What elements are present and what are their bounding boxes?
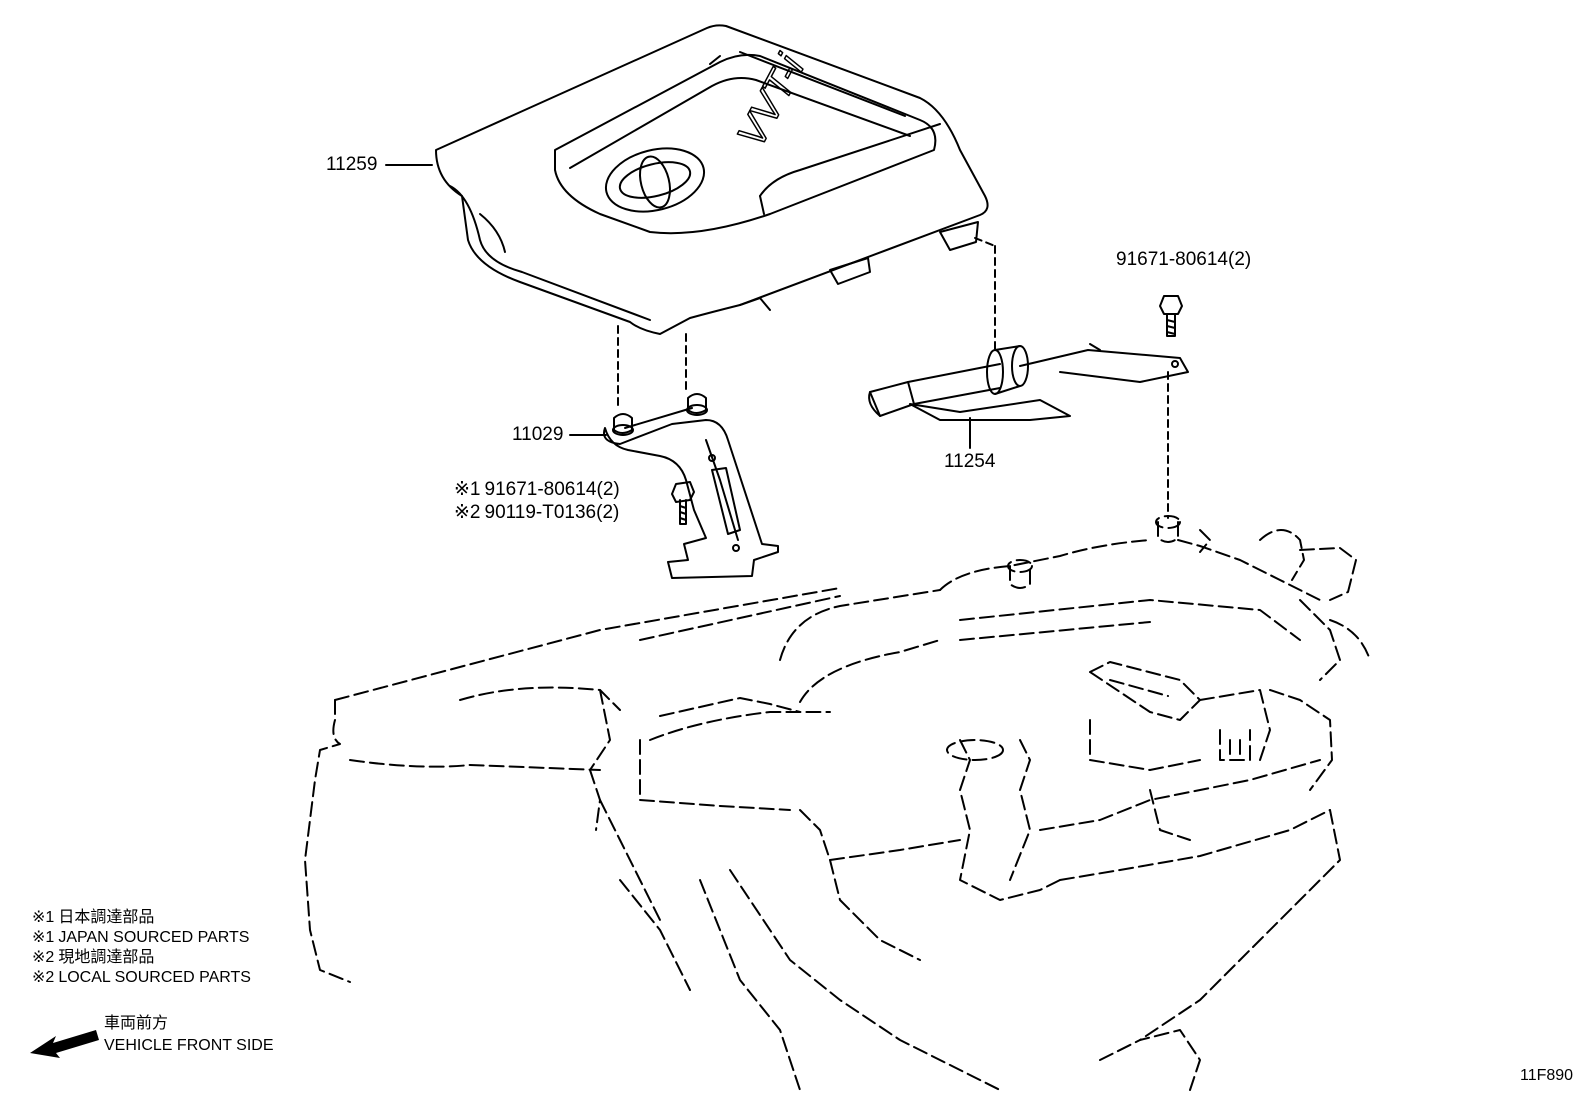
bracket-left-drawing — [603, 393, 779, 579]
engine-outline — [304, 515, 1371, 1091]
direction-label-jp: 車両前方 — [104, 1015, 169, 1032]
direction-label-en: VEHICLE FRONT SIDE — [104, 1037, 274, 1054]
legend-marker: ※1 — [32, 909, 55, 926]
legend-text: 現地調達部品 — [58, 949, 155, 966]
marker-1: ※1 — [454, 479, 481, 500]
alignment-lines — [617, 237, 1169, 519]
diagram-code: 11F890 — [1520, 1067, 1574, 1084]
cover-emblem-text: VVT-i — [729, 48, 814, 155]
legend-marker: ※2 — [32, 969, 55, 986]
label-bolt-left-1-number: 91671-80614(2) — [484, 479, 620, 500]
bolt-left-drawing — [671, 481, 695, 525]
label-bracket-11029: 11029 — [512, 424, 564, 445]
label-bolt-left-2-number: 90119-T0136(2) — [484, 502, 620, 523]
bracket-right-drawing — [868, 343, 1189, 421]
label-bolt-top: 91671-80614(2) — [1116, 249, 1252, 270]
legend-text: JAPAN SOURCED PARTS — [58, 929, 250, 946]
legend-marker: ※1 — [32, 929, 55, 946]
legend-marker: ※2 — [32, 949, 55, 966]
front-direction-arrow — [30, 1030, 99, 1058]
label-cover-11259: 11259 — [326, 154, 378, 175]
marker-2: ※2 — [454, 502, 481, 523]
label-bracket-11254: 11254 — [944, 451, 996, 472]
engine-cover-drawing — [435, 24, 989, 335]
legend-text: 日本調達部品 — [58, 909, 155, 926]
legend-text: LOCAL SOURCED PARTS — [58, 969, 251, 986]
bolt-top-drawing — [1159, 295, 1183, 337]
